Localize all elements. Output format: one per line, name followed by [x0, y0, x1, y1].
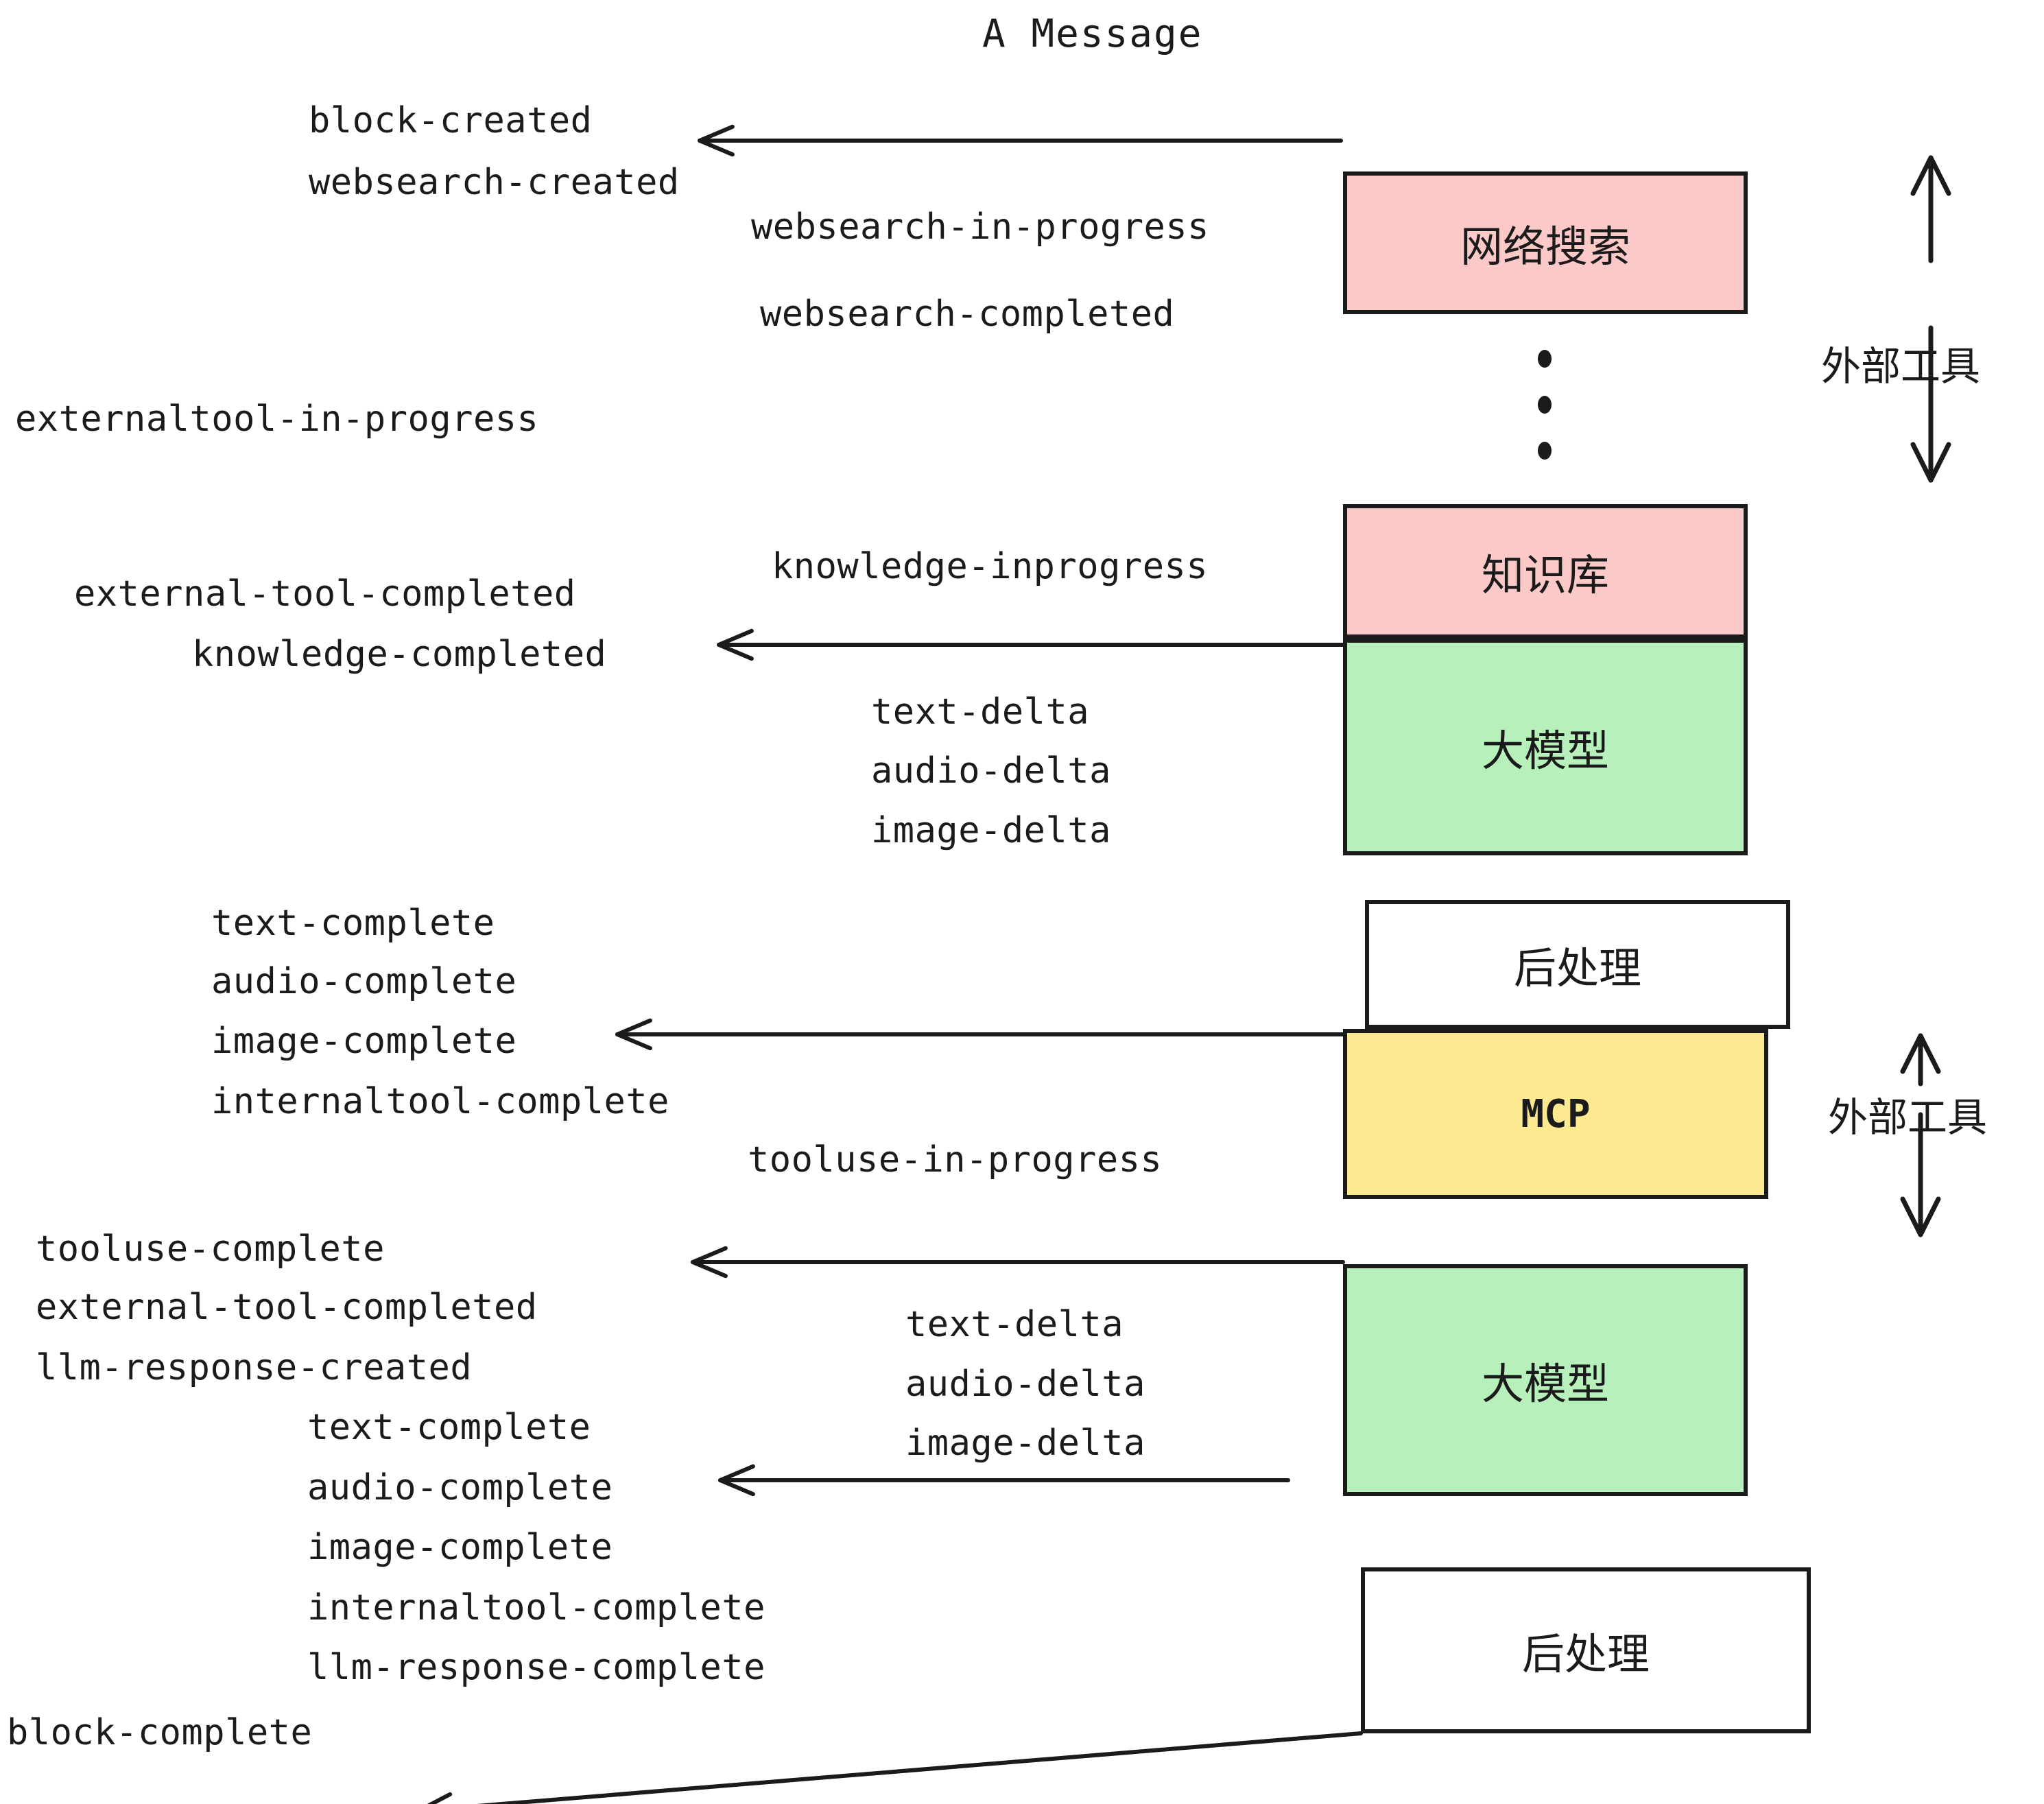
- arrow-audio-complete-head: [718, 1464, 755, 1497]
- node-knowledge: 知识库: [1343, 504, 1748, 639]
- event-label-external-tool-completed-2: external-tool-completed: [36, 1287, 538, 1328]
- event-label-audio-delta-1: audio-delta: [871, 750, 1111, 792]
- event-label-audio-complete-1: audio-complete: [211, 961, 517, 1002]
- event-label-block-complete: block-complete: [7, 1712, 313, 1753]
- event-label-tooluse-complete: tooluse-complete: [36, 1229, 385, 1270]
- event-label-audio-complete-2: audio-complete: [307, 1467, 613, 1508]
- node-label: MCP: [1521, 1091, 1591, 1137]
- node-label: 后处理: [1513, 943, 1641, 993]
- event-label-websearch-completed: websearch-completed: [760, 294, 1175, 335]
- event-label-external-tool-completed-1: external-tool-completed: [74, 573, 576, 615]
- event-label-knowledge-inprogress: knowledge-inprogress: [772, 546, 1209, 587]
- node-post-second: 后处理: [1361, 1567, 1811, 1733]
- node-label: 大模型: [1481, 1359, 1609, 1409]
- node-llm-first: 大模型: [1343, 639, 1748, 855]
- arrow-block-created: [698, 124, 1343, 157]
- arrow-block-complete: [427, 1731, 1363, 1804]
- side-label-external-tools-bottom: 外部工具: [1828, 1094, 1988, 1141]
- external-tools-bracket-top-down-head: [1910, 442, 1951, 483]
- arrow-block-created-head: [698, 124, 735, 157]
- event-label-image-complete-1: image-complete: [211, 1021, 517, 1062]
- ellipsis-dot: [1538, 442, 1552, 460]
- event-label-internaltool-complete-2: internaltool-complete: [307, 1587, 765, 1628]
- arrow-tooluse-complete-head: [691, 1246, 728, 1279]
- arrow-image-complete-head: [615, 1018, 652, 1051]
- side-label-external-tools-top: 外部工具: [1821, 343, 1981, 390]
- event-label-audio-delta-2: audio-delta: [905, 1364, 1145, 1405]
- arrow-knowledge-completed: [717, 628, 1345, 661]
- arrow-block-complete-head: [427, 1792, 453, 1804]
- node-post-first: 后处理: [1365, 900, 1790, 1029]
- event-label-tooluse-in-progress: tooluse-in-progress: [748, 1139, 1163, 1180]
- vertical-ellipsis: [1536, 350, 1553, 460]
- event-label-externaltool-in-progress: externaltool-in-progress: [15, 399, 539, 440]
- event-label-llm-response-complete: llm-response-complete: [307, 1647, 765, 1688]
- arrow-image-complete: [615, 1018, 1367, 1051]
- event-label-text-delta-1: text-delta: [871, 691, 1090, 733]
- event-label-llm-response-created: llm-response-created: [36, 1347, 473, 1388]
- node-mcp: MCP: [1343, 1029, 1768, 1199]
- external-tools-bracket-top-up-head: [1910, 155, 1951, 196]
- node-label: 知识库: [1481, 550, 1609, 600]
- ellipsis-dot: [1538, 396, 1552, 414]
- diagram-title: A Message: [982, 12, 1203, 56]
- event-label-image-complete-2: image-complete: [307, 1527, 613, 1568]
- node-label: 后处理: [1521, 1629, 1650, 1679]
- event-label-image-delta-1: image-delta: [871, 810, 1111, 851]
- external-tools-bracket-top: [1910, 155, 1951, 483]
- external-tools-bracket-bottom: [1900, 1033, 1941, 1237]
- arrow-audio-complete: [718, 1464, 1290, 1497]
- event-label-websearch-in-progress: websearch-in-progress: [751, 206, 1209, 248]
- event-label-text-complete-1: text-complete: [211, 903, 495, 944]
- event-label-internaltool-complete-1: internaltool-complete: [211, 1081, 669, 1122]
- event-label-block-created: block-created: [309, 100, 593, 141]
- external-tools-bracket-bottom-up-head: [1900, 1033, 1941, 1074]
- event-label-text-delta-2: text-delta: [905, 1304, 1124, 1345]
- node-label: 网络搜索: [1460, 222, 1630, 272]
- event-label-image-delta-2: image-delta: [905, 1423, 1145, 1464]
- arrow-tooluse-complete: [691, 1246, 1345, 1279]
- event-label-websearch-created: websearch-created: [309, 162, 680, 203]
- node-websearch: 网络搜索: [1343, 171, 1748, 314]
- node-llm-second: 大模型: [1343, 1264, 1748, 1496]
- arrow-block-complete-shaft: [476, 1731, 1363, 1804]
- arrow-knowledge-completed-head: [717, 628, 754, 661]
- ellipsis-dot: [1538, 350, 1552, 368]
- event-label-knowledge-completed: knowledge-completed: [192, 634, 607, 675]
- event-label-text-complete-2: text-complete: [307, 1407, 591, 1448]
- external-tools-bracket-bottom-down-head: [1900, 1196, 1941, 1237]
- node-label: 大模型: [1481, 726, 1609, 776]
